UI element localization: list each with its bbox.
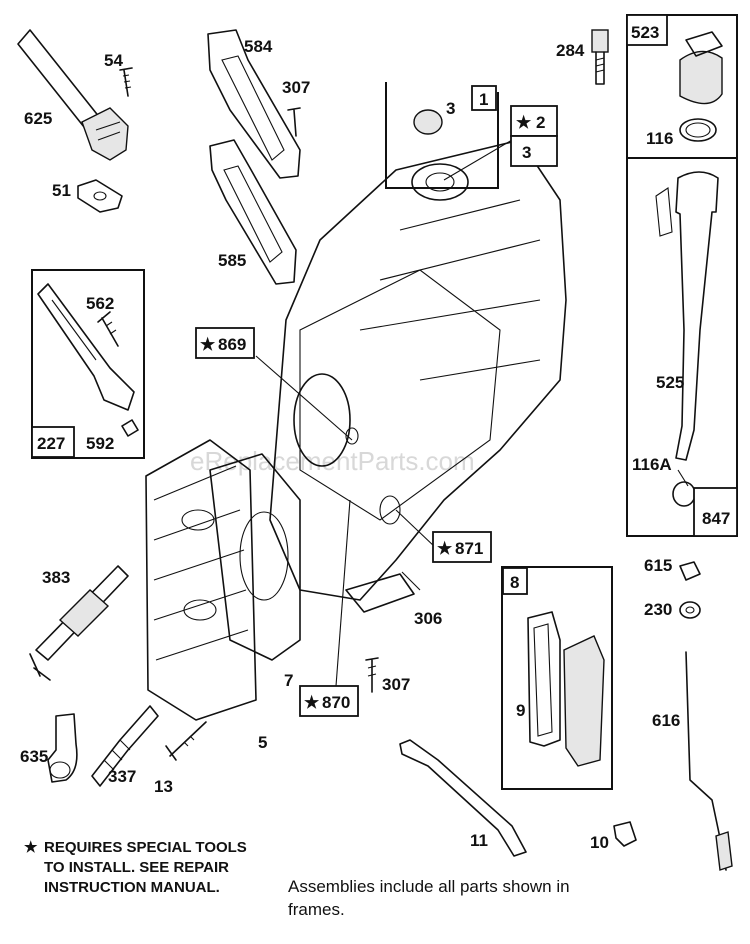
frame-227 — [31, 269, 145, 459]
label-615: 615 — [644, 556, 672, 575]
label-584: 584 — [244, 37, 273, 56]
label-7: 7 — [284, 671, 293, 690]
label-3-top: 3 — [446, 99, 455, 118]
note-star: ★ — [24, 839, 38, 856]
label-3-box: 3 — [522, 143, 531, 162]
leader-116A — [677, 469, 689, 487]
label-870: 870 — [322, 693, 350, 712]
star-870: ★ — [304, 693, 320, 712]
frame-8 — [501, 566, 613, 790]
crankcase-block-part — [269, 109, 567, 613]
spark-plug-337-part — [91, 705, 159, 787]
label-337: 337 — [108, 767, 136, 786]
label-383: 383 — [42, 568, 70, 587]
label-10: 10 — [590, 833, 609, 852]
screw-307-top-part — [287, 107, 301, 137]
label-116A: 116A — [632, 455, 672, 474]
label-562: 562 — [86, 294, 114, 313]
label-box-523 — [626, 14, 668, 46]
screw-307-bottom-part — [365, 657, 379, 693]
label-525: 525 — [656, 373, 684, 392]
note-assemblies-line-1: Assemblies include all parts shown in — [288, 877, 570, 896]
washer-230-part — [679, 601, 701, 619]
label-284: 284 — [556, 41, 585, 60]
leader-869 — [255, 355, 353, 441]
note-special-tools-line-2: TO INSTALL. SEE REPAIR — [44, 859, 229, 876]
label-869: 869 — [218, 335, 246, 354]
label-11: 11 — [470, 831, 488, 850]
star-869: ★ — [200, 335, 216, 354]
screw-562-part — [97, 311, 119, 347]
cap-523-part — [679, 31, 723, 142]
dipstick-616-part — [685, 651, 733, 871]
label-8: 8 — [510, 573, 519, 592]
label-307-bottom: 307 — [382, 675, 410, 694]
cylinder-head-part — [145, 439, 257, 721]
label-307-top: 307 — [282, 78, 310, 97]
label-13: 13 — [154, 777, 173, 796]
note-assemblies-line-2: frames. — [288, 900, 345, 919]
gasket-584-part — [207, 29, 301, 179]
label-227: 227 — [37, 434, 65, 453]
label-box-870 — [299, 685, 359, 717]
fitting-284-part — [591, 29, 609, 85]
cover-8-part — [563, 635, 605, 767]
frame-847 — [626, 157, 738, 537]
nut-615-part — [679, 561, 701, 581]
label-51: 51 — [52, 181, 71, 200]
label-116: 116 — [646, 129, 673, 148]
label-9: 9 — [516, 701, 525, 720]
label-box-1 — [471, 85, 497, 111]
bolt-13-part — [165, 721, 207, 761]
label-box-847 — [693, 487, 738, 537]
leader-2 — [443, 139, 513, 181]
screw-54-part — [119, 67, 133, 97]
label-592: 592 — [86, 434, 114, 453]
fitting-635-part — [47, 713, 78, 783]
note-special-tools-line-1: REQUIRES SPECIAL TOOLS — [44, 839, 247, 856]
breather-tube-383-part — [29, 565, 129, 681]
star-2: ★ — [516, 113, 532, 132]
gasket-585-part — [209, 139, 297, 285]
label-box-227 — [31, 426, 75, 458]
gasket-51-part — [77, 179, 123, 213]
watermark-text: eReplacementParts.com — [190, 446, 475, 476]
leader-306 — [401, 571, 421, 591]
note-special-tools-line-3: INSTRUCTION MANUAL. — [44, 879, 220, 896]
label-box-2 — [510, 105, 558, 137]
lever-11-part — [399, 739, 527, 857]
label-871: 871 — [455, 539, 483, 558]
label-616: 616 — [652, 711, 680, 730]
label-box-869 — [195, 327, 255, 359]
star-871: ★ — [437, 539, 453, 558]
gasket-9-part — [527, 611, 561, 747]
leader-870 — [335, 499, 351, 687]
plug-10-part — [613, 821, 637, 847]
label-box-8 — [502, 567, 528, 595]
label-625: 625 — [24, 109, 52, 128]
label-585: 585 — [218, 251, 246, 270]
label-635: 635 — [20, 747, 48, 766]
leader-871 — [395, 509, 437, 549]
frame-1 — [385, 82, 499, 189]
label-847: 847 — [702, 509, 730, 528]
label-1: 1 — [479, 90, 488, 109]
label-2: 2 — [536, 113, 545, 132]
label-306: 306 — [414, 609, 442, 628]
bracket-227-part — [37, 283, 139, 437]
label-523: 523 — [631, 23, 659, 42]
head-gasket-part — [209, 453, 301, 661]
dipstick-tube-part — [17, 29, 129, 161]
label-box-871 — [432, 531, 492, 563]
label-230: 230 — [644, 600, 672, 619]
label-5: 5 — [258, 733, 267, 752]
label-54: 54 — [104, 51, 123, 70]
label-box-3 — [510, 135, 558, 167]
